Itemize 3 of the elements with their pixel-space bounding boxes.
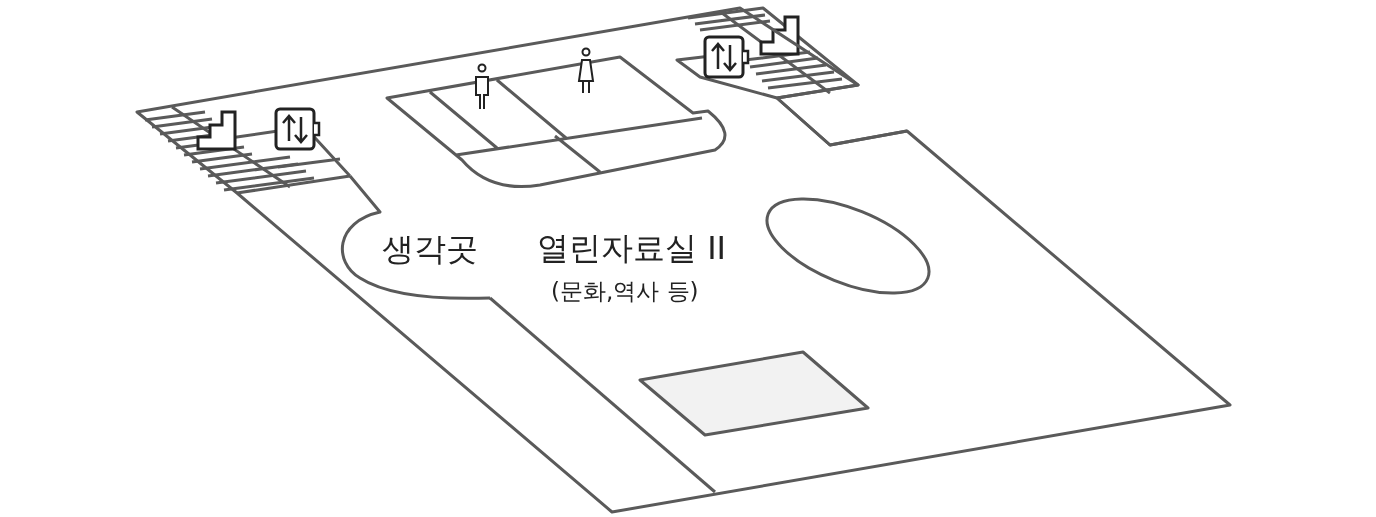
room-subtitle: (문화,역사 등): [551, 280, 699, 303]
area-name: 생각곳: [382, 233, 478, 265]
room-name: 열린자료실 II: [537, 232, 727, 264]
